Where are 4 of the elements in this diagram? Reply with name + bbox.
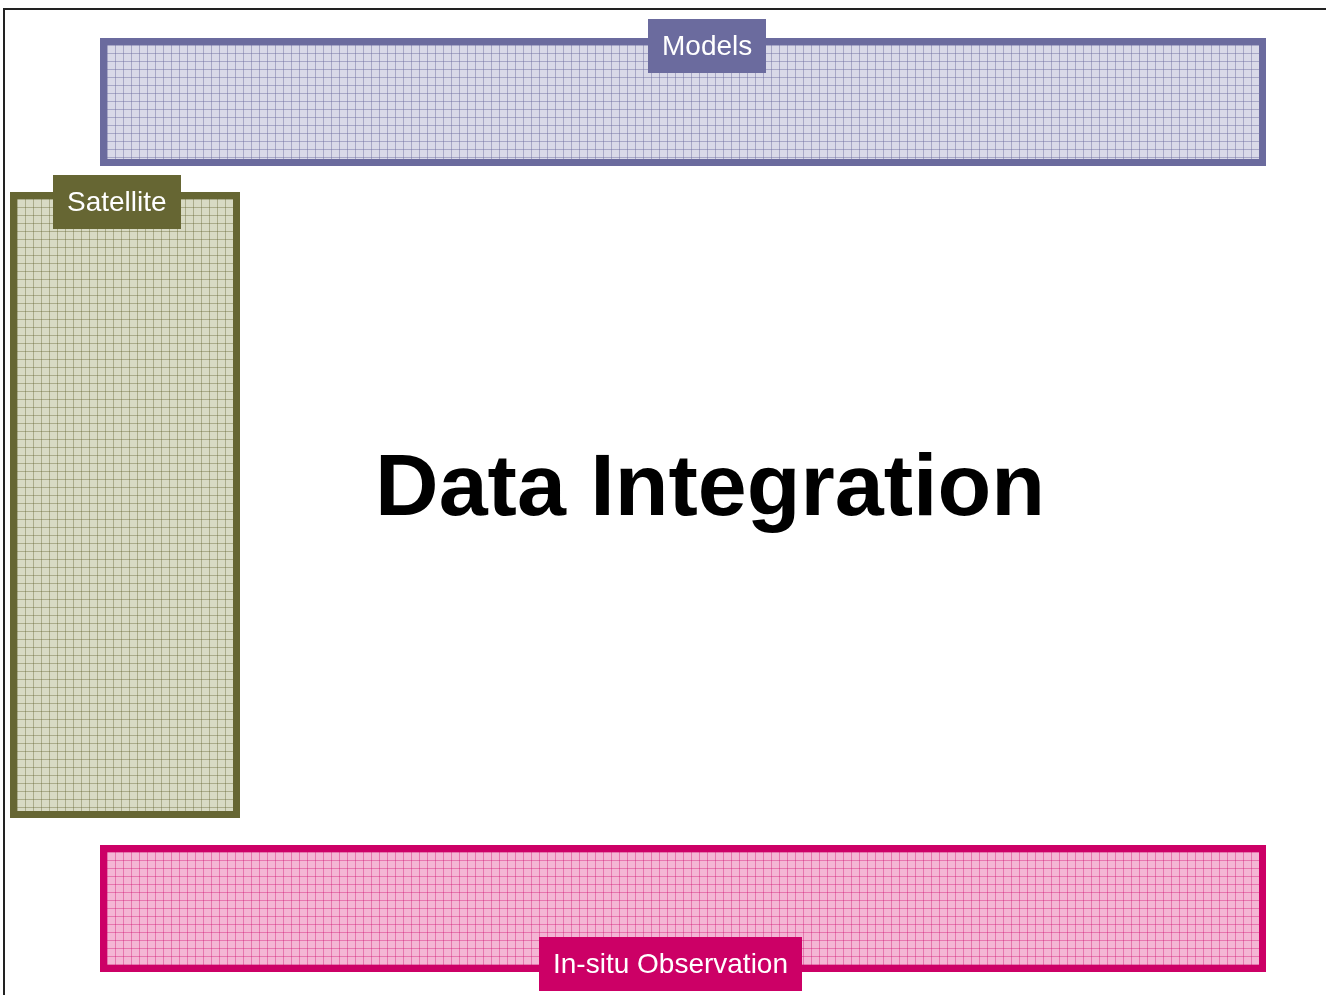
- band-heading: Satellite: [53, 175, 181, 229]
- slide-title: Data Integration: [374, 434, 1046, 536]
- band-heading: Models: [648, 19, 767, 73]
- band-heading: In-situ Observation: [539, 937, 802, 991]
